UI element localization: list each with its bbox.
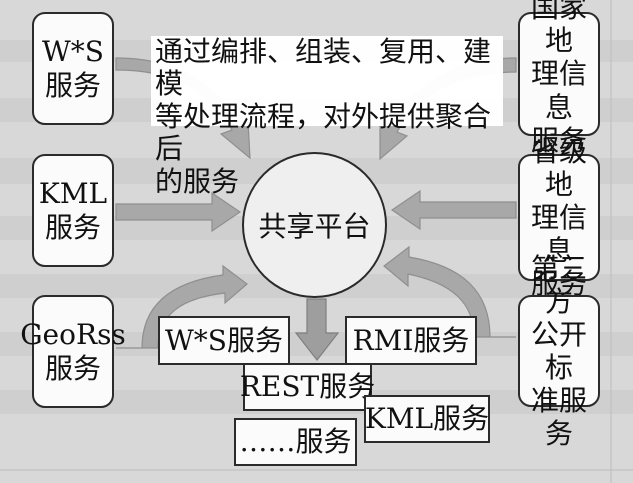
output-service-label-kml: KML服务 xyxy=(364,402,490,436)
right-middle-arrow xyxy=(390,189,517,231)
output-service-label-rmi: RMI服务 xyxy=(352,323,470,357)
right-source-label-provincial: 省级地 理信息 服务 xyxy=(530,134,587,301)
output-service-rmi: RMI服务 xyxy=(345,316,477,365)
description-text: 通过编排、组装、复用、建模 等处理流程，对外提供聚合后 的服务 xyxy=(151,35,503,198)
sharing-platform-label: 共享平台 xyxy=(258,210,371,243)
right-source-box-provincial: 省级地 理信息 服务 xyxy=(518,135,600,300)
left-source-box-ws: W*S 服务 xyxy=(32,12,114,125)
output-service-kml: KML服务 xyxy=(364,395,490,443)
right-source-label-national: 国家地 理信息 服务 xyxy=(530,0,587,157)
right-source-label-third-party: 第三方 公开标 准服务 xyxy=(530,251,587,451)
left-source-label-kml: KML 服务 xyxy=(38,177,108,244)
output-service-label-more: ……服务 xyxy=(239,425,352,459)
right-source-box-third-party: 第三方 公开标 准服务 xyxy=(518,252,600,450)
left-source-label-ws: W*S 服务 xyxy=(42,35,104,102)
right-bottom-arrow xyxy=(383,245,516,338)
output-arrow xyxy=(294,298,340,361)
left-source-box-kml: KML 服务 xyxy=(32,154,114,267)
output-service-rest: REST服务 xyxy=(239,363,376,411)
left-middle-arrow xyxy=(115,191,242,233)
left-source-label-georss: GeoRss 服务 xyxy=(20,318,126,385)
output-service-more: ……服务 xyxy=(234,418,357,466)
left-source-box-georss: GeoRss 服务 xyxy=(20,295,126,408)
sharing-platform-hub: 共享平台 xyxy=(242,152,387,298)
output-service-label-rest: REST服务 xyxy=(239,370,376,404)
output-service-label-ws: W*S服务 xyxy=(165,323,283,357)
output-service-ws: W*S服务 xyxy=(158,316,290,365)
right-source-box-national: 国家地 理信息 服务 xyxy=(518,0,600,157)
